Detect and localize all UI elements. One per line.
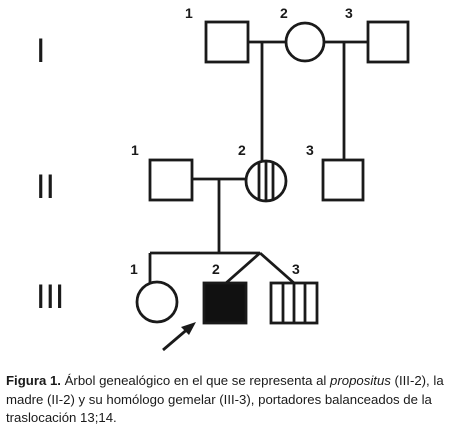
individual-I-2-female xyxy=(284,21,326,63)
individual-II-3-male xyxy=(321,158,365,202)
twin-line-III-2 xyxy=(225,251,261,285)
caption-italic-term: propositus xyxy=(330,373,391,388)
individual-I-1-male xyxy=(204,20,250,64)
twin-line-III-3 xyxy=(259,251,295,285)
individual-III-3-male-carrier xyxy=(269,281,319,325)
individual-number-II-2: 2 xyxy=(238,142,246,158)
pedigree-chart: I II III 1 2 3 1 2 3 1 2 3 xyxy=(36,5,410,352)
individual-II-1-male xyxy=(148,158,194,202)
individual-number-III-3: 3 xyxy=(292,261,300,277)
individual-number-I-1: 1 xyxy=(185,5,193,21)
individual-number-I-2: 2 xyxy=(280,5,288,21)
individual-number-II-3: 3 xyxy=(306,142,314,158)
generation-label-III: III xyxy=(36,278,64,316)
individual-number-III-2: 2 xyxy=(212,261,220,277)
caption-label: Figura 1. xyxy=(6,373,61,388)
generation-label-I: I xyxy=(36,32,45,70)
caption-text-part-2: (III-2), la madre (II-2) y su homólogo g… xyxy=(6,373,444,425)
proband-arrow-icon xyxy=(162,322,196,352)
individual-number-II-1: 1 xyxy=(131,142,139,158)
individual-II-2-female-carrier xyxy=(244,159,288,203)
individual-III-2-male-affected xyxy=(202,281,248,325)
individual-III-1-female xyxy=(135,280,179,324)
generation-label-II: II xyxy=(36,168,55,206)
individual-number-I-3: 3 xyxy=(345,5,353,21)
figure-caption: Figura 1. Árbol genealógico en el que se… xyxy=(6,372,446,428)
individual-I-3-male xyxy=(366,20,410,64)
caption-text-part-1: Árbol genealógico en el que se represent… xyxy=(60,373,331,388)
individual-number-III-1: 1 xyxy=(130,261,138,277)
